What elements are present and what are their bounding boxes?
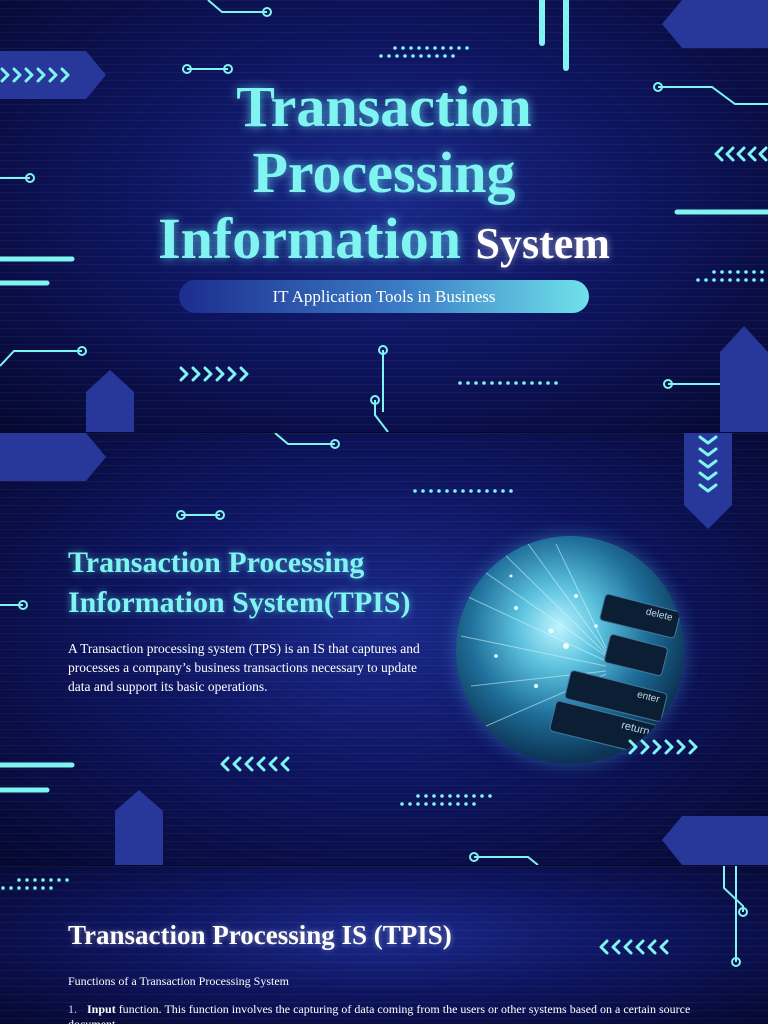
title-line-3-white: System: [475, 219, 610, 268]
list-number: 1.: [68, 1002, 77, 1016]
definition-text: A Transaction processing system (TPS) is…: [68, 641, 420, 694]
slide-title: Transaction Processing Information Syste…: [0, 74, 768, 277]
subtitle-pill: IT Application Tools in Business: [179, 280, 589, 313]
circuit-decoration: [0, 433, 768, 865]
title-line-3-accent: Information: [158, 206, 461, 271]
circuit-decoration: [1, 866, 748, 967]
definition-slide: Transaction Processing Information Syste…: [0, 433, 768, 865]
list-text: function. This function involves the cap…: [68, 1002, 691, 1024]
list-term: Input: [87, 1002, 116, 1016]
functions-slide: Transaction Processing IS (TPIS) Functio…: [0, 866, 768, 1024]
circuit-decoration: [0, 0, 768, 432]
title-line-1: Transaction: [236, 74, 532, 139]
section-heading: Transaction Processing Information Syste…: [68, 546, 411, 619]
keyboard-globe-image: delete enter return: [456, 536, 684, 764]
functions-intro: Functions of a Transaction Processing Sy…: [68, 974, 289, 988]
title-slide: Transaction Processing Information Syste…: [0, 0, 768, 432]
list-item: 1. Input function. This function involves…: [68, 1002, 708, 1024]
title-line-2: Processing: [252, 140, 516, 205]
section-heading: Transaction Processing IS (TPIS): [68, 920, 452, 950]
